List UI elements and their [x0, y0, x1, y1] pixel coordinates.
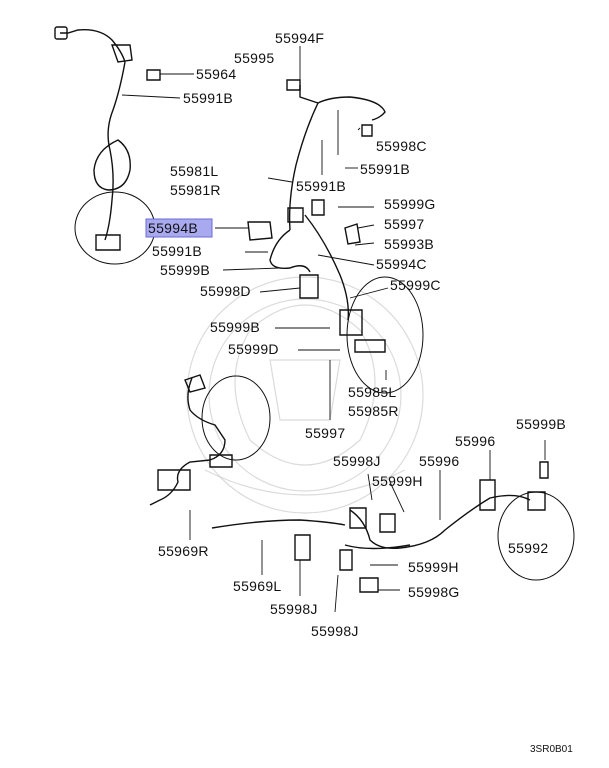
label-55998G[interactable]: 55998G	[408, 584, 460, 600]
label-55996[interactable]: 55996	[419, 453, 459, 469]
label-55994F[interactable]: 55994F	[275, 30, 324, 46]
watermark-emblem	[186, 276, 424, 514]
label-55991B[interactable]: 55991B	[360, 161, 410, 177]
label-55995[interactable]: 55995	[234, 50, 274, 66]
part-labels: 55994F 55995 55964 55991B 55998C 55991B …	[148, 30, 573, 755]
diagram-code: 3SR0B01	[530, 744, 573, 755]
label-55999G[interactable]: 55999G	[384, 196, 436, 212]
hose-55969L	[211, 461, 575, 593]
label-55981L[interactable]: 55981L	[170, 163, 219, 179]
label-55999H[interactable]: 55999H	[372, 473, 423, 489]
label-55964[interactable]: 55964	[196, 66, 236, 82]
label-55999C[interactable]: 55999C	[390, 277, 441, 293]
label-55985L[interactable]: 55985L	[348, 384, 397, 400]
label-55991B[interactable]: 55991B	[152, 243, 202, 259]
main-harness	[146, 69, 424, 394]
label-55994C[interactable]: 55994C	[376, 256, 427, 272]
label-55998D[interactable]: 55998D	[200, 283, 251, 299]
label-55993B[interactable]: 55993B	[384, 236, 434, 252]
label-55999B[interactable]: 55999B	[160, 262, 210, 278]
label-55999B[interactable]: 55999B	[516, 416, 566, 432]
label-55991B[interactable]: 55991B	[296, 178, 346, 194]
label-55996[interactable]: 55996	[455, 433, 495, 449]
label-55969R[interactable]: 55969R	[158, 543, 209, 559]
label-55998J[interactable]: 55998J	[311, 623, 359, 639]
label-55991B[interactable]: 55991B	[183, 90, 233, 106]
label-55997[interactable]: 55997	[384, 216, 424, 232]
label-55992[interactable]: 55992	[508, 540, 548, 556]
label-55999D[interactable]: 55999D	[228, 341, 279, 357]
front-sensor-left	[54, 26, 156, 265]
label-55998J[interactable]: 55998J	[270, 601, 318, 617]
label-55969L[interactable]: 55969L	[233, 578, 282, 594]
label-55985R[interactable]: 55985R	[348, 403, 399, 419]
label-55999B[interactable]: 55999B	[210, 319, 260, 335]
hose-55969R	[149, 374, 271, 506]
label-55998C[interactable]: 55998C	[376, 138, 427, 154]
highlight-box	[145, 218, 213, 238]
leader-lines	[121, 46, 546, 613]
label-55981R[interactable]: 55981R	[170, 182, 221, 198]
label-55999H[interactable]: 55999H	[408, 559, 459, 575]
label-55994B[interactable]: 55994B	[148, 220, 198, 236]
label-55997[interactable]: 55997	[305, 425, 345, 441]
label-55998J[interactable]: 55998J	[333, 453, 381, 469]
